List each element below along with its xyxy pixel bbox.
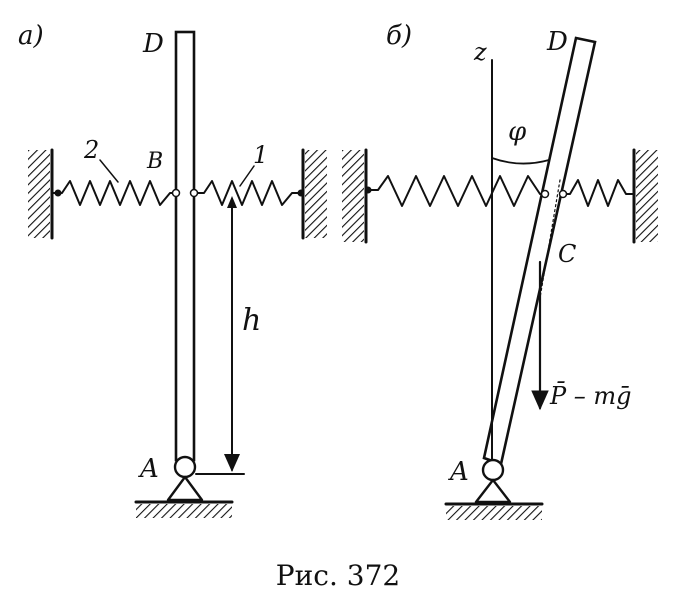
panel-a-attach-right bbox=[189, 188, 199, 198]
panel-b-label-force: P̄ – mḡ bbox=[549, 382, 632, 410]
panel-b-angle-arc bbox=[491, 157, 550, 165]
panel-a-spring-1 bbox=[195, 180, 304, 206]
panel-a-height-dimension bbox=[195, 196, 245, 475]
panel-a-tag: a) bbox=[18, 21, 44, 51]
panel-a-leader-2 bbox=[99, 159, 119, 183]
panel-b-label-d: D bbox=[546, 27, 568, 57]
panel-b-wall-pin-left bbox=[364, 186, 372, 194]
panel-b-label-a: A bbox=[448, 457, 469, 487]
panel-a-label-2: 2 bbox=[83, 136, 99, 164]
panel-a-label-d: D bbox=[142, 29, 164, 59]
panel-b-hinge bbox=[444, 458, 544, 520]
figure-caption: Рис. 372 bbox=[276, 559, 400, 592]
panel-b-rod-shade bbox=[539, 179, 561, 299]
panel-a-label-h: h bbox=[242, 303, 261, 338]
panel-a-rod bbox=[174, 30, 196, 462]
panel-a-label-1: 1 bbox=[253, 141, 268, 169]
panel-a-wall-pin-left bbox=[54, 189, 62, 197]
panel-b: б) bbox=[342, 21, 658, 520]
panel-a-right-wall bbox=[301, 148, 327, 240]
panel-a-label-b: B bbox=[146, 149, 163, 174]
panel-b-tag: б) bbox=[386, 21, 412, 51]
panel-a-spring-2 bbox=[51, 180, 178, 206]
panel-a-left-wall bbox=[28, 148, 54, 240]
panel-a-wall-pin-right bbox=[297, 189, 305, 197]
panel-b-label-phi: φ bbox=[508, 117, 527, 147]
panel-b-attach-left bbox=[540, 189, 550, 199]
panel-b-attach-right bbox=[558, 189, 568, 199]
panel-b-label-c: C bbox=[558, 240, 576, 268]
panel-a-attach-left bbox=[171, 188, 181, 198]
panel-b-right-wall bbox=[632, 148, 658, 244]
panel-b-label-z: z bbox=[473, 38, 487, 66]
panel-a-leader-1 bbox=[239, 165, 255, 187]
panel-b-left-wall bbox=[342, 148, 368, 244]
panel-a-label-a: A bbox=[138, 454, 159, 484]
panel-b-spring-right bbox=[561, 179, 635, 207]
panel-a-hinge bbox=[134, 455, 234, 518]
panel-a: a) bbox=[18, 21, 327, 518]
panel-b-spring-left bbox=[365, 175, 547, 207]
